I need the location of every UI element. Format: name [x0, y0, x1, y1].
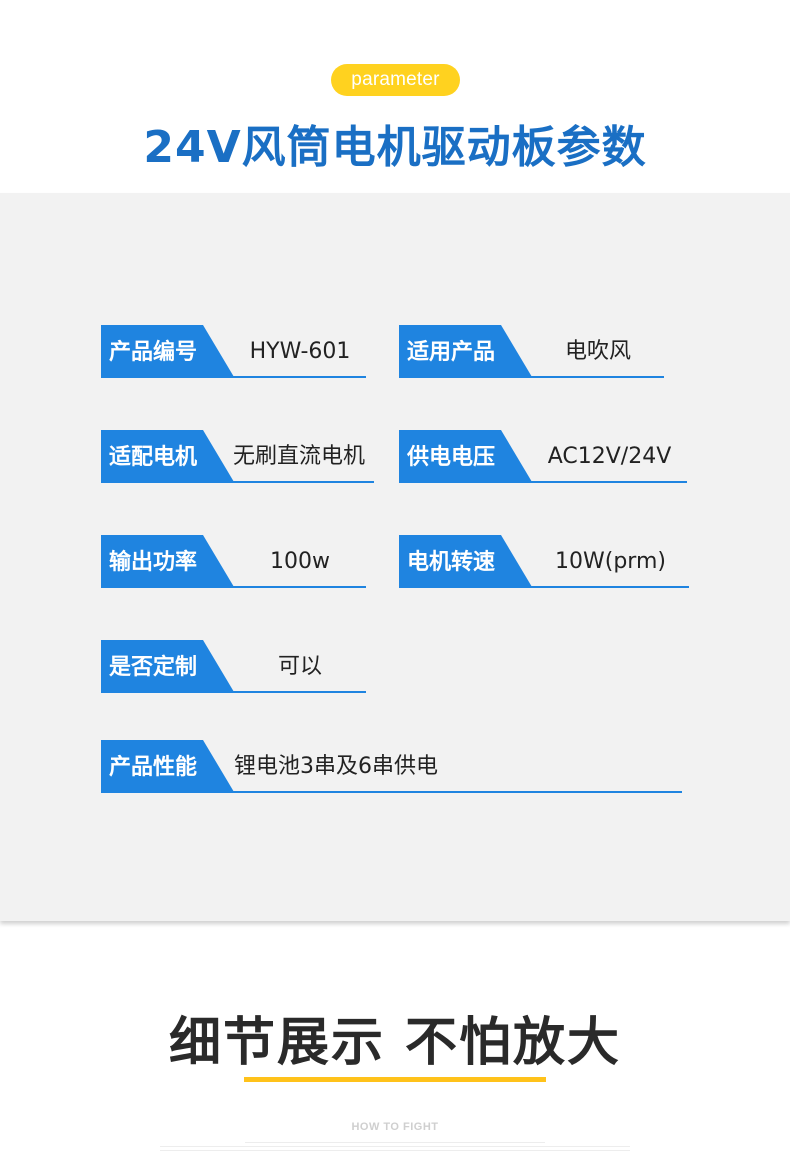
- param-value: 可以: [277, 654, 322, 679]
- param-value: 无刷直流电机: [232, 444, 365, 469]
- parameter-badge: parameter: [331, 64, 460, 96]
- footer-rule: [160, 1146, 630, 1147]
- param-motor-type: 适配电机 无刷直流电机: [101, 430, 374, 483]
- param-label: 适用产品: [407, 340, 496, 365]
- footer-rule: [160, 1150, 630, 1151]
- details-title: 细节展示 不怕放大: [168, 1013, 622, 1073]
- param-underline: [101, 586, 366, 588]
- footer-rule: [245, 1142, 545, 1143]
- param-applicable-product: 适用产品 电吹风: [399, 325, 664, 378]
- param-value: 100w: [270, 549, 330, 574]
- param-underline: [399, 586, 689, 588]
- param-underline: [101, 481, 374, 483]
- param-value: 锂电池3串及6串供电: [234, 754, 438, 779]
- param-label: 适配电机: [109, 445, 198, 470]
- param-performance: 产品性能 锂电池3串及6串供电: [101, 740, 682, 793]
- param-label: 产品编号: [109, 340, 198, 365]
- param-underline: [399, 481, 687, 483]
- param-underline: [101, 791, 682, 793]
- param-value: 10W(prm): [555, 549, 666, 574]
- param-label: 是否定制: [109, 655, 198, 680]
- param-label: 输出功率: [109, 550, 198, 575]
- page-title: 24V风筒电机驱动板参数: [143, 122, 647, 173]
- param-output-power: 输出功率 100w: [101, 535, 366, 588]
- param-underline: [101, 691, 366, 693]
- param-label: 电机转速: [407, 550, 496, 575]
- param-label: 产品性能: [109, 755, 198, 780]
- param-underline: [101, 376, 366, 378]
- param-product-code: 产品编号 HYW-601: [101, 325, 366, 378]
- param-value: HYW-601: [249, 339, 351, 364]
- param-value: AC12V/24V: [547, 444, 672, 469]
- details-subtitle: HOW TO FIGHT: [351, 1121, 439, 1133]
- param-supply-voltage: 供电电压 AC12V/24V: [399, 430, 687, 483]
- parameter-panel: 产品编号 HYW-601 适用产品 电吹风 适配电机 无刷直流电机 供电电压 A…: [0, 193, 790, 921]
- param-value: 电吹风: [564, 339, 631, 364]
- details-underline: [244, 1077, 546, 1082]
- param-label: 供电电压: [407, 445, 496, 470]
- param-motor-speed: 电机转速 10W(prm): [399, 535, 689, 588]
- param-underline: [399, 376, 664, 378]
- param-customizable: 是否定制 可以: [101, 640, 366, 693]
